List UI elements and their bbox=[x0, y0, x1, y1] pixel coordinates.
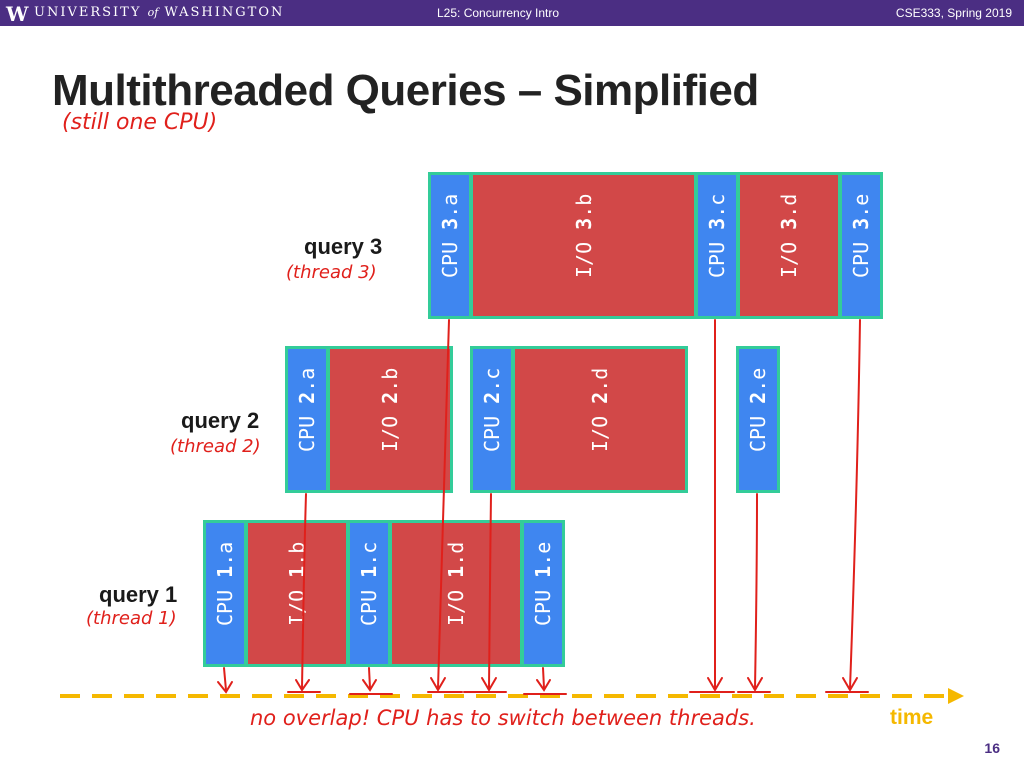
arrow-cpu-3e bbox=[849, 319, 861, 689]
slide-title: Multithreaded Queries – Simplified bbox=[52, 66, 759, 115]
title-annotation: (still one CPU) bbox=[62, 110, 218, 135]
io-2b-block: I/O 2.b bbox=[327, 346, 453, 493]
arrowhead-cpu-2e bbox=[747, 677, 763, 692]
query-3-thread-annotation: (thread 3) bbox=[286, 262, 377, 283]
arrow-cpu-3a bbox=[437, 319, 450, 689]
io-3b-block: I/O 3.b bbox=[470, 172, 697, 319]
arrow-cpu-1c bbox=[368, 667, 371, 689]
time-axis-arrowhead bbox=[948, 688, 964, 704]
arrowhead-cpu-2a bbox=[295, 679, 310, 692]
page-number: 16 bbox=[984, 740, 1000, 756]
cpu-2e-block: CPU 2.e bbox=[736, 346, 780, 493]
uw-logo: W bbox=[6, 2, 29, 26]
arrowhead-cpu-3e bbox=[842, 677, 858, 692]
arrow-cpu-2a bbox=[301, 493, 307, 689]
arrowhead-cpu-2c bbox=[481, 677, 497, 692]
cpu-1c-block: CPU 1.c bbox=[347, 520, 391, 667]
arrow-cpu-3c bbox=[714, 319, 717, 689]
arrowhead-cpu-1e bbox=[536, 679, 551, 692]
query-1-thread-annotation: (thread 1) bbox=[86, 608, 177, 629]
query-3-label: query 3 bbox=[304, 234, 383, 259]
arrow-cpu-2e bbox=[754, 493, 758, 689]
cpu-arrows bbox=[217, 319, 869, 695]
university-name: UNIVERSITY of WASHINGTON bbox=[34, 5, 285, 20]
arrow-cpu-1e bbox=[542, 667, 545, 689]
time-axis-label: time bbox=[890, 706, 934, 729]
arrowhead-cpu-1c bbox=[362, 679, 377, 692]
header-bar: W UNIVERSITY of WASHINGTON L25: Concurre… bbox=[0, 0, 1024, 26]
io-3d-block: I/O 3.d bbox=[737, 172, 841, 319]
io-1d-block: I/O 1.d bbox=[389, 520, 523, 667]
timeline-annotation: no overlap! CPU has to switch between th… bbox=[250, 706, 756, 730]
arrow-cpu-1a bbox=[223, 667, 227, 691]
io-1b-block: I/O 1.b bbox=[245, 520, 349, 667]
cpu-3e-block: CPU 3.e bbox=[839, 172, 883, 319]
arrow-cpu-2c bbox=[488, 493, 492, 689]
arrowhead-cpu-3a bbox=[430, 677, 446, 692]
query-1-label: query 1 bbox=[99, 582, 178, 607]
io-2d-block: I/O 2.d bbox=[512, 346, 688, 493]
cpu-3a-block: CPU 3.a bbox=[428, 172, 472, 319]
arrowhead-cpu-3c bbox=[707, 677, 723, 692]
course-name: CSE333, Spring 2019 bbox=[895, 6, 1012, 20]
arrowhead-cpu-1a bbox=[217, 681, 233, 694]
query-2-label: query 2 bbox=[181, 408, 260, 433]
query-2-thread-annotation: (thread 2) bbox=[170, 436, 261, 457]
cpu-1e-block: CPU 1.e bbox=[521, 520, 565, 667]
lecture-title: L25: Concurrency Intro bbox=[437, 6, 560, 20]
